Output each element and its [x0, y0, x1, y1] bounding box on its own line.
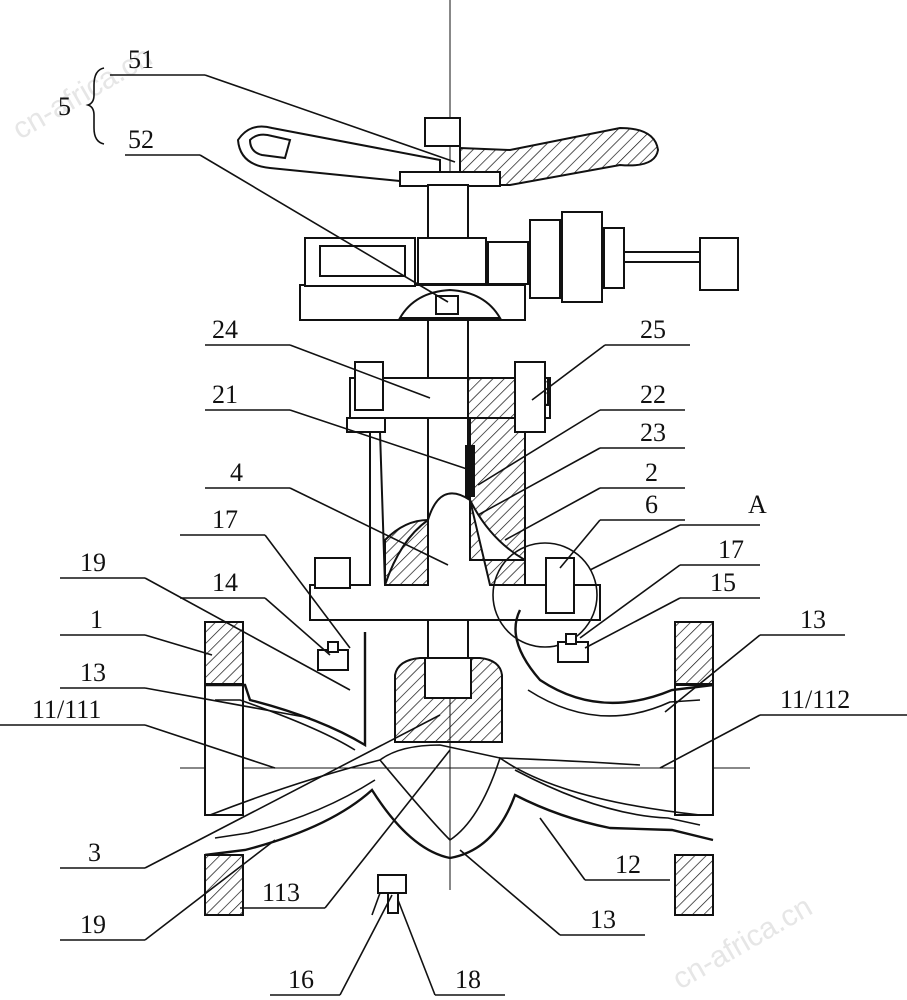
label-14: 14 — [212, 568, 238, 597]
label-18: 18 — [455, 965, 481, 994]
label-23: 23 — [640, 418, 666, 447]
actuator-gearbox — [299, 211, 739, 321]
label-13-left: 13 — [80, 658, 106, 687]
label-13-bottom: 13 — [590, 905, 616, 934]
label-5: 5 — [58, 92, 71, 121]
label-13-right: 13 — [800, 605, 826, 634]
label-6: 6 — [645, 490, 658, 519]
valve-body — [204, 609, 714, 916]
label-4: 4 — [230, 458, 243, 487]
label-17-left: 17 — [212, 505, 238, 534]
label-52: 52 — [128, 125, 154, 154]
label-a: A — [748, 490, 767, 519]
label-3: 3 — [88, 838, 101, 867]
label-11-112: 11/112 — [780, 685, 850, 714]
label-11-111: 11/111 — [32, 695, 101, 724]
label-21: 21 — [212, 380, 238, 409]
valve-disc — [394, 657, 503, 743]
label-12: 12 — [615, 850, 641, 879]
label-15: 15 — [710, 568, 736, 597]
label-2: 2 — [645, 458, 658, 487]
label-1: 1 — [90, 605, 103, 634]
label-22: 22 — [640, 380, 666, 409]
label-113: 113 — [262, 878, 300, 907]
detail-circle-a — [492, 542, 598, 648]
packing-seal — [465, 445, 475, 497]
label-17-right: 17 — [718, 535, 744, 564]
bonnet-assembly — [309, 361, 601, 621]
label-24: 24 — [212, 315, 238, 344]
label-51: 51 — [128, 45, 154, 74]
part-labels: 51 5 52 24 25 21 22 23 4 2 6 A 17 17 19 … — [32, 45, 850, 994]
leader-lines — [0, 67, 907, 996]
drain-fitting-15 — [557, 633, 589, 663]
label-19-top: 19 — [80, 548, 106, 577]
label-25: 25 — [640, 315, 666, 344]
drain-fitting-14 — [317, 641, 349, 671]
label-16: 16 — [288, 965, 314, 994]
label-19-bottom: 19 — [80, 910, 106, 939]
handwheel — [236, 117, 660, 187]
